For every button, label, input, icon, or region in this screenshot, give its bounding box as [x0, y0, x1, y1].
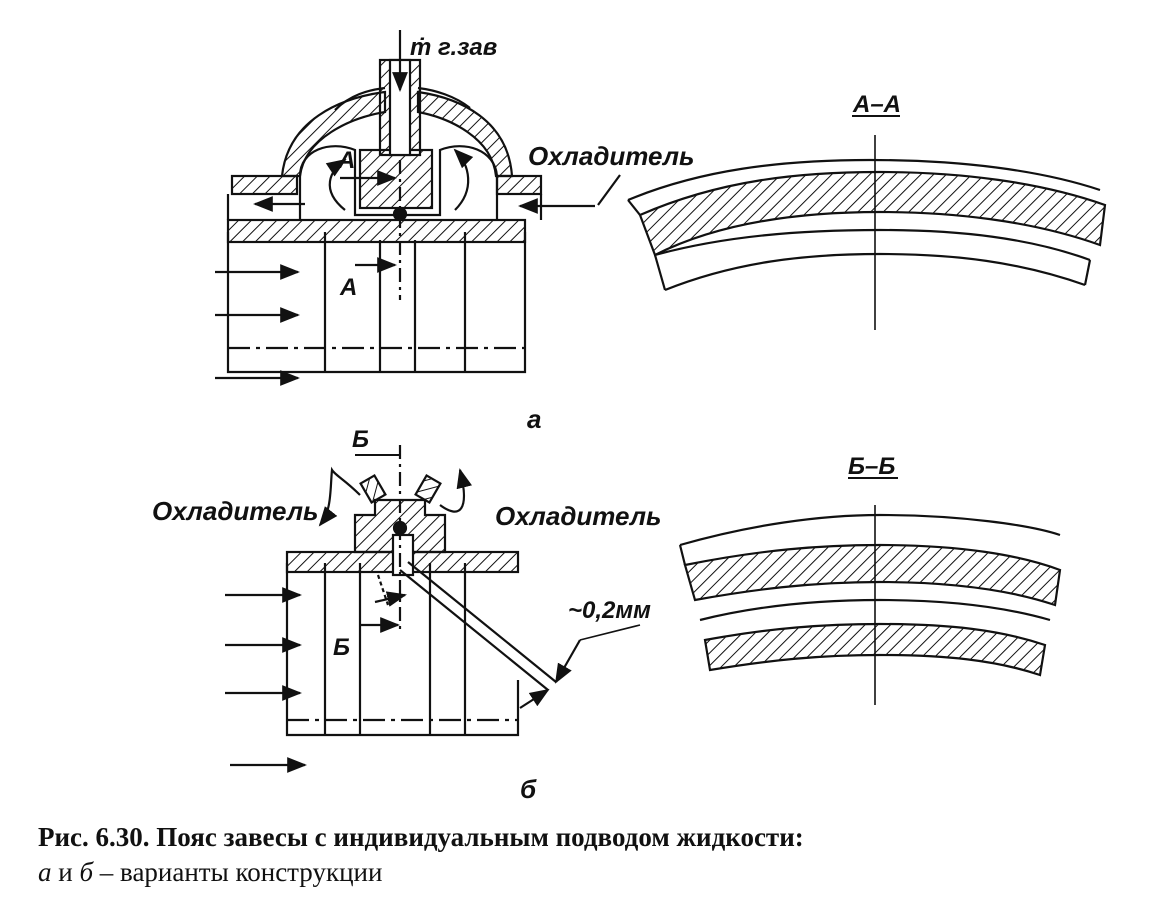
caption-variant-b: б [79, 857, 94, 887]
section-b-bottom-label: Б [333, 634, 350, 661]
section-b-top-label: Б [352, 426, 369, 453]
section-bb-title: Б–Б [848, 453, 895, 480]
coolant-label-right-b: Охладитель [495, 501, 661, 531]
section-aa-drawing [627, 115, 1107, 330]
section-a-bottom-label: А [339, 274, 357, 301]
coolant-flow-label-a: ṁ г.зав [410, 34, 497, 61]
gap-dimension-label: ~0,2мм [568, 597, 651, 624]
coolant-label-right-a: Охладитель [528, 141, 694, 171]
variant-a-label: а [527, 404, 541, 434]
inner-wall-a [226, 218, 527, 244]
chamber-wall-a [226, 232, 527, 374]
section-bb-drawing [678, 477, 1062, 705]
variant-a-drawing [215, 30, 621, 386]
variant-b-drawing [225, 445, 641, 773]
section-a-top-label: А [337, 147, 355, 174]
caption-and: и [51, 857, 80, 887]
section-aa-ring [638, 170, 1107, 257]
section-aa-title: А–А [852, 91, 901, 118]
caption-rest: – варианты конструкции [93, 857, 383, 887]
figure-caption-line2: а и б – варианты конструкции [38, 855, 382, 889]
variant-b-label: б [520, 774, 537, 804]
figure-caption-line1: Рис. 6.30. Пояс завесы с индивидуальным … [38, 822, 804, 852]
coolant-label-left-b: Охладитель [152, 496, 318, 526]
caption-variant-a: а [38, 857, 52, 887]
curtain-belt-diagram: ṁ г.зав Охладитель А А А–А а Б Охладител… [152, 30, 1107, 804]
section-bb-ring [683, 543, 1062, 607]
